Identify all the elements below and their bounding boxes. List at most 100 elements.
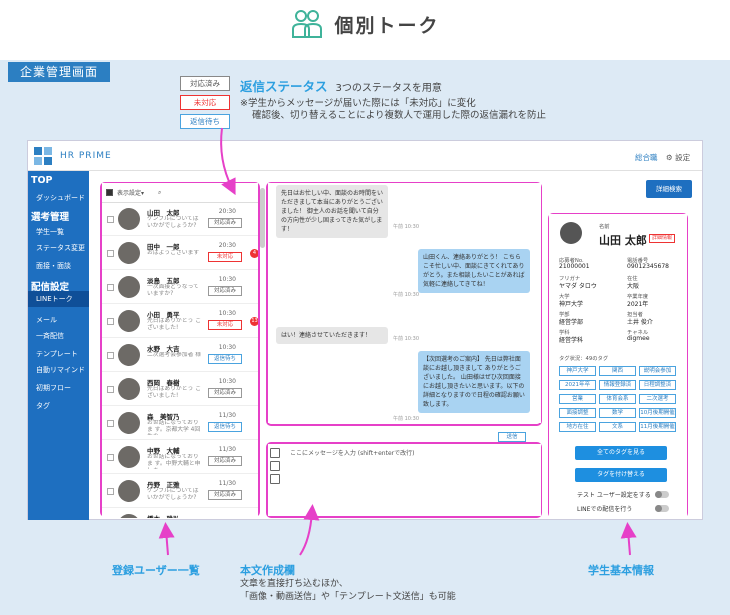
student-field-value: 経営学部 <box>559 319 584 326</box>
status-annotation-line2: 確認後、切り替えることにより複数人で運用した際の返信漏れを防止 <box>252 110 547 121</box>
sidebar-item-9[interactable]: 一斉配信 <box>36 332 64 340</box>
student-name: 山田 太郎 <box>599 234 647 247</box>
user-status-button[interactable]: 未対応 <box>208 320 242 330</box>
user-status-button[interactable]: 返信待ち <box>208 354 242 364</box>
toggle-switch-2[interactable] <box>655 505 669 512</box>
chat-bubble-left: はい！連絡させていただきます！ <box>276 327 388 344</box>
student-tag[interactable]: 文系 <box>599 422 636 432</box>
search-icon[interactable]: ⌕ <box>158 188 162 196</box>
sidebar-item-8[interactable]: メール <box>36 316 57 324</box>
page-title: 個別トーク <box>334 14 440 37</box>
user-checkbox[interactable] <box>107 454 114 461</box>
template-icon[interactable] <box>270 474 280 484</box>
display-settings-dropdown[interactable]: 表示設定▾ <box>117 190 145 197</box>
student-tag[interactable]: 10月後期開催 <box>639 408 676 418</box>
user-status-button[interactable]: 返信待ち <box>208 422 242 432</box>
student-tag[interactable]: 神戸大学 <box>559 366 596 376</box>
user-status-button[interactable]: 対応済み <box>208 286 242 296</box>
user-row[interactable]: 橋本 雅弘 <box>102 509 258 518</box>
status-annotation-note: 3つのステータスを用意 <box>335 83 442 94</box>
chat-timestamp: 午前 10:30 <box>393 336 419 342</box>
user-avatar <box>118 378 140 400</box>
student-tag[interactable]: 数学 <box>599 408 636 418</box>
user-last-message: 一次面接どうなって いますか? <box>147 284 199 297</box>
user-time: 11/30 <box>218 412 236 419</box>
sidebar-item-5[interactable]: 面接・面談 <box>36 262 71 270</box>
user-status-button[interactable]: 対応済み <box>208 388 242 398</box>
composer-highlight <box>266 442 542 518</box>
logo-icon <box>34 147 52 165</box>
sidebar-item-12[interactable]: 初期フロー <box>36 384 71 392</box>
settings-link[interactable]: ⚙ 設定 <box>666 153 691 162</box>
student-tag[interactable]: 面接調整 <box>559 408 596 418</box>
detail-search-button[interactable]: 詳細検索 <box>646 180 692 198</box>
user-checkbox[interactable] <box>107 318 114 325</box>
sidebar-item-7[interactable]: LINEトーク <box>28 291 89 307</box>
user-checkbox[interactable] <box>107 420 114 427</box>
student-tag[interactable]: 説明会参加 <box>639 366 676 376</box>
sidebar-item-11[interactable]: 自動リマインド <box>36 366 85 374</box>
view-all-tags-button[interactable]: 全てのタグを見る <box>575 446 667 460</box>
user-checkbox[interactable] <box>107 488 114 495</box>
student-tag[interactable]: 営業 <box>559 394 596 404</box>
student-name-label: 名前 <box>599 224 610 230</box>
sidebar-item-4[interactable]: ステータス変更 <box>36 244 85 252</box>
composer-annotation: 本文作成欄 <box>240 564 295 577</box>
user-checkbox[interactable] <box>107 352 114 359</box>
student-field-value: ヤマダ タロウ <box>559 283 597 290</box>
user-checkbox[interactable] <box>107 284 114 291</box>
student-tag[interactable]: 地方在住 <box>559 422 596 432</box>
select-all-checkbox[interactable] <box>106 189 113 196</box>
student-tag[interactable]: 日程調整済 <box>639 380 676 390</box>
student-tag[interactable]: 情報登録済 <box>599 380 636 390</box>
status-badge-waiting: 返信待ち <box>180 114 230 129</box>
image-upload-icon[interactable] <box>270 448 280 458</box>
user-last-message: お世話になっておりま す。中野大輔と申しま <box>147 454 201 469</box>
sidebar-item-1[interactable]: ダッシュボード <box>36 194 85 202</box>
student-tag[interactable]: 11月後期開催 <box>639 422 676 432</box>
toggle-switch-1[interactable] <box>655 491 669 498</box>
unread-count-badge: 13 <box>250 317 258 326</box>
student-tag[interactable]: 2021年卒 <box>559 380 596 390</box>
student-avatar <box>560 222 582 244</box>
video-upload-icon[interactable] <box>270 461 280 471</box>
user-time: 10:30 <box>218 276 236 283</box>
user-checkbox[interactable] <box>107 250 114 257</box>
job-category-link[interactable]: 総合職 <box>635 153 658 162</box>
student-tag[interactable]: 二次選考 <box>639 394 676 404</box>
message-input[interactable]: ここにメッセージを入力 (shift+enterで改行) <box>290 450 415 457</box>
student-tag[interactable]: 体育会系 <box>599 394 636 404</box>
user-checkbox[interactable] <box>107 216 114 223</box>
user-status-button[interactable]: 対応済み <box>208 456 242 466</box>
sidebar-item-13[interactable]: タグ <box>36 402 50 410</box>
user-list-scrollbar[interactable] <box>260 188 265 248</box>
user-avatar <box>118 514 140 518</box>
student-tag[interactable]: 関西 <box>599 366 636 376</box>
user-status-button[interactable]: 対応済み <box>208 218 242 228</box>
user-time: 10:30 <box>218 344 236 351</box>
sidebar-item-10[interactable]: テンプレート <box>36 350 78 358</box>
user-list-header: 表示設定▾ ⌕ <box>102 183 258 203</box>
unread-count-badge: 4 <box>250 249 258 258</box>
user-name: 水野 大吉 <box>147 345 180 353</box>
user-status-button[interactable]: 対応済み <box>208 490 242 500</box>
user-checkbox[interactable] <box>107 386 114 393</box>
replace-tags-button[interactable]: タグを付け替える <box>575 468 667 482</box>
send-button[interactable]: 送信 <box>498 432 526 442</box>
student-field-label: 学科 <box>559 330 570 336</box>
student-field-value: 神戸大学 <box>559 301 584 308</box>
user-time: 10:30 <box>218 378 236 385</box>
student-detail-link[interactable]: 詳細情報 <box>649 234 676 243</box>
sidebar-item-3[interactable]: 学生一覧 <box>36 228 64 236</box>
user-status-button[interactable]: 未対応 <box>208 252 242 262</box>
